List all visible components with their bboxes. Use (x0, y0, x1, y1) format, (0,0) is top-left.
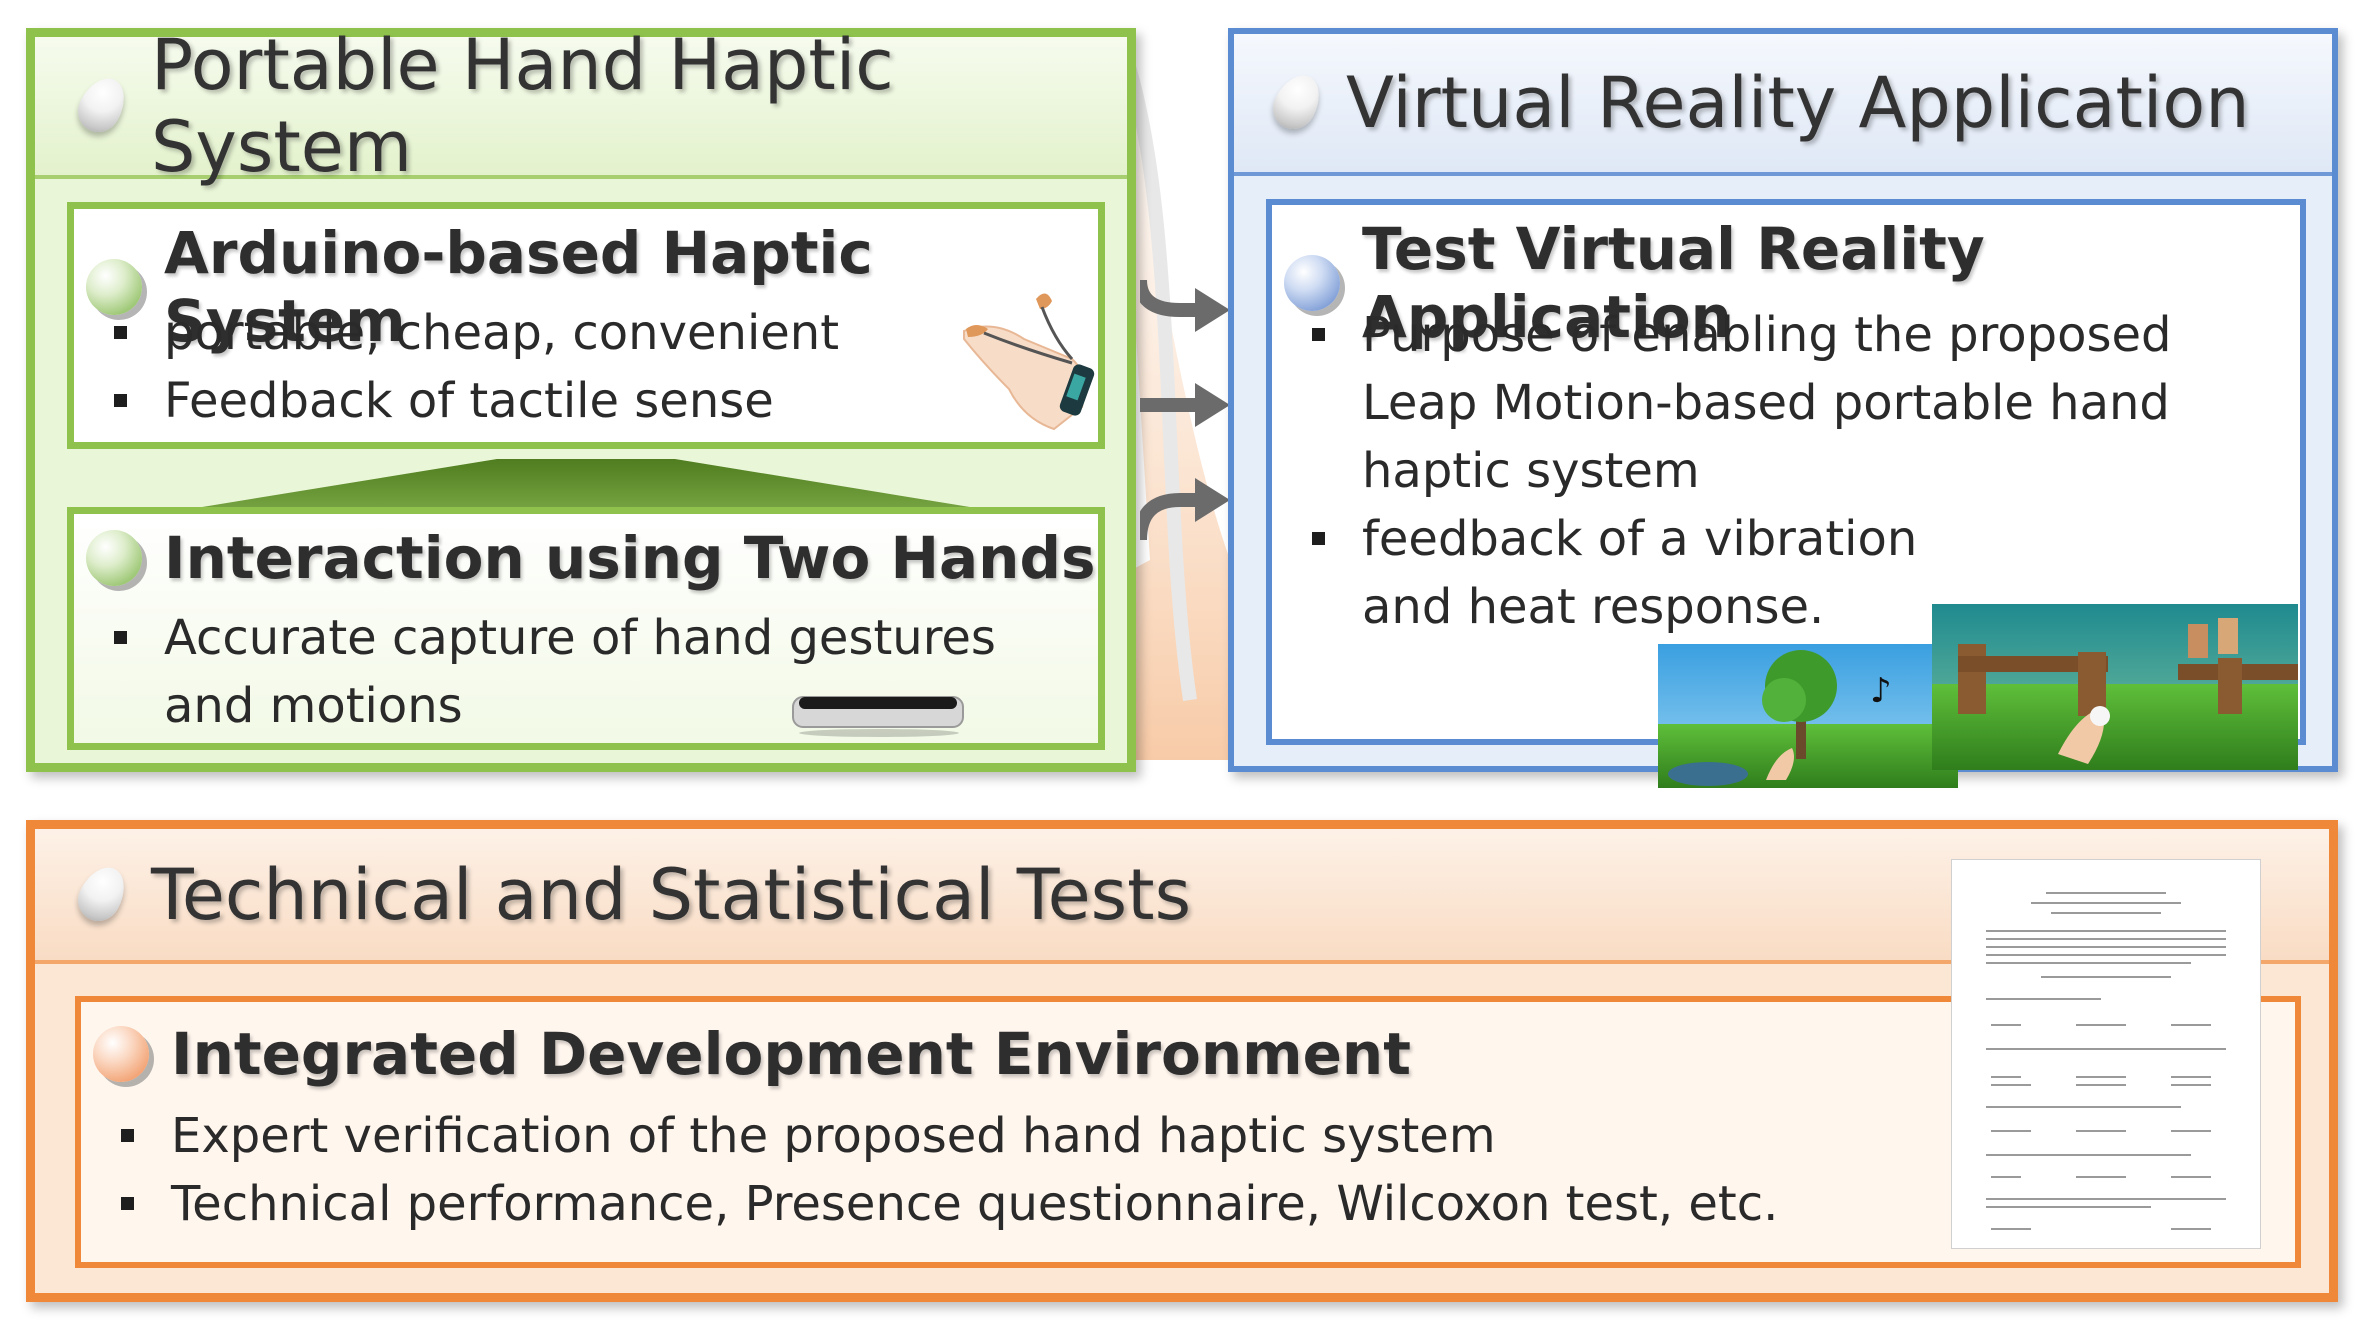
arduino-title-row: Arduino-based Haptic System (86, 219, 1098, 355)
vr-panel-header: Virtual Reality Application (1234, 34, 2332, 176)
arrow-icon (1140, 279, 1230, 332)
drop-icon (70, 858, 134, 929)
ide-title: Integrated Development Environment (171, 1020, 1411, 1088)
portable-panel-header: Portable Hand Haptic System (35, 24, 1127, 188)
bullet-item: feedback of a vibration and heat respons… (1302, 505, 1962, 641)
test-vr-bullets: Purpose of enabling the proposed Leap Mo… (1302, 301, 2292, 641)
ide-box: Integrated Development Environment Exper… (75, 996, 2301, 1268)
interaction-bullets: Accurate capture of hand gestures and mo… (104, 604, 1044, 740)
drop-icon (1265, 67, 1329, 137)
arduino-bullets: portable, cheap, convenient Feedback of … (104, 299, 964, 435)
bullet-item: Technical performance, Presence question… (111, 1170, 2011, 1238)
hand-haptic-glove-image (963, 293, 1095, 431)
interaction-two-hands-box: Interaction using Two Hands Accurate cap… (67, 507, 1105, 750)
ide-bullets: Expert verification of the proposed hand… (111, 1102, 2011, 1238)
sphere-icon (86, 259, 142, 315)
interaction-title-row: Interaction using Two Hands (86, 524, 1096, 592)
sphere-icon (93, 1026, 149, 1082)
sphere-icon (86, 530, 142, 586)
bullet-item: Accurate capture of hand gestures and mo… (104, 604, 1044, 740)
drop-icon (70, 70, 134, 140)
vr-scene-screenshot: ♪ (1658, 604, 2298, 788)
arduino-title: Arduino-based Haptic System (164, 219, 873, 355)
leap-motion-device-image (792, 696, 964, 737)
sphere-icon (1284, 255, 1340, 311)
vr-panel-title: Virtual Reality Application (1346, 62, 2250, 144)
arrow-icon (1140, 478, 1230, 541)
ide-title-row: Integrated Development Environment (93, 1020, 1411, 1088)
portable-hand-haptic-panel: Portable Hand Haptic System Arduino-base… (26, 24, 1136, 772)
technical-statistical-panel: Technical and Statistical Tests Integrat… (26, 820, 2338, 1302)
svg-text:♪: ♪ (1870, 671, 1892, 711)
bullet-item: portable, cheap, convenient (104, 299, 964, 367)
bullet-item: Purpose of enabling the proposed Leap Mo… (1302, 301, 2292, 505)
tests-panel-title: Technical and Statistical Tests (151, 853, 1192, 936)
test-vr-title: Test Virtual Reality Application (1362, 215, 1985, 351)
questionnaire-document-image (1951, 859, 2261, 1249)
interaction-title: Interaction using Two Hands (164, 524, 1096, 592)
bullet-item: Expert verification of the proposed hand… (111, 1102, 2011, 1170)
portable-panel-title: Portable Hand Haptic System (151, 24, 894, 188)
bullet-item: Feedback of tactile sense (104, 367, 964, 435)
arrow-icon (1140, 383, 1230, 427)
tests-panel-header: Technical and Statistical Tests (35, 829, 2329, 964)
test-vr-title-row: Test Virtual Reality Application (1284, 215, 2300, 351)
virtual-reality-panel: Virtual Reality Application Test Virtual… (1228, 28, 2338, 788)
arduino-haptic-box: Arduino-based Haptic System portable, ch… (67, 202, 1105, 449)
